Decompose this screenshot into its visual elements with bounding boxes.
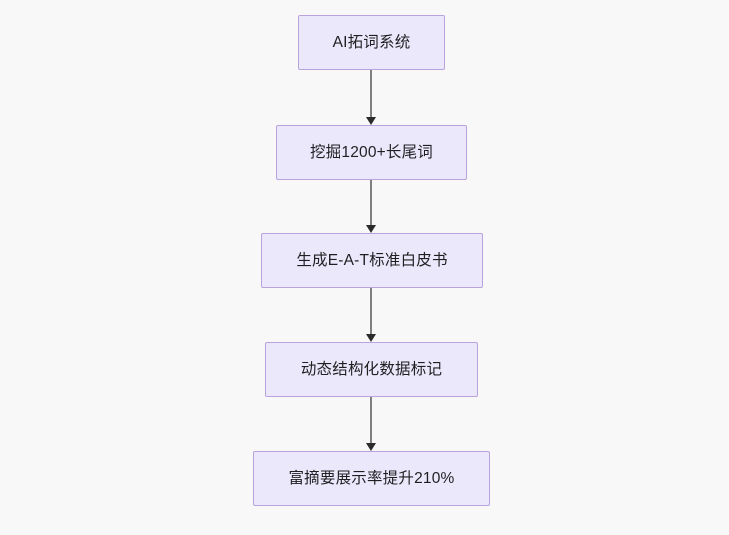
flow-node-label: AI拓词系统 (332, 33, 411, 51)
flow-node-label: 生成E-A-T标准白皮书 (296, 251, 448, 269)
arrowhead-icon (366, 334, 376, 342)
arrowhead-icon (366, 225, 376, 233)
arrowhead-icon (366, 443, 376, 451)
flow-node-label: 富摘要展示率提升210% (288, 469, 455, 487)
flow-node-ai-keyword-expansion-system[interactable]: AI拓词系统 (298, 15, 445, 70)
flow-node-generate-eat-whitepaper[interactable]: 生成E-A-T标准白皮书 (261, 233, 483, 288)
flow-node-rich-snippet-impression-lift[interactable]: 富摘要展示率提升210% (253, 451, 490, 506)
connector-line (370, 397, 372, 444)
connector-line (370, 70, 372, 118)
connector-line (370, 180, 372, 226)
flow-node-label: 挖掘1200+长尾词 (309, 143, 434, 161)
arrowhead-icon (366, 117, 376, 125)
flow-node-dynamic-structured-data-markup[interactable]: 动态结构化数据标记 (265, 342, 478, 397)
flow-node-mine-longtail-keywords[interactable]: 挖掘1200+长尾词 (276, 125, 467, 180)
connector-line (370, 288, 372, 335)
flow-node-label: 动态结构化数据标记 (300, 360, 443, 378)
